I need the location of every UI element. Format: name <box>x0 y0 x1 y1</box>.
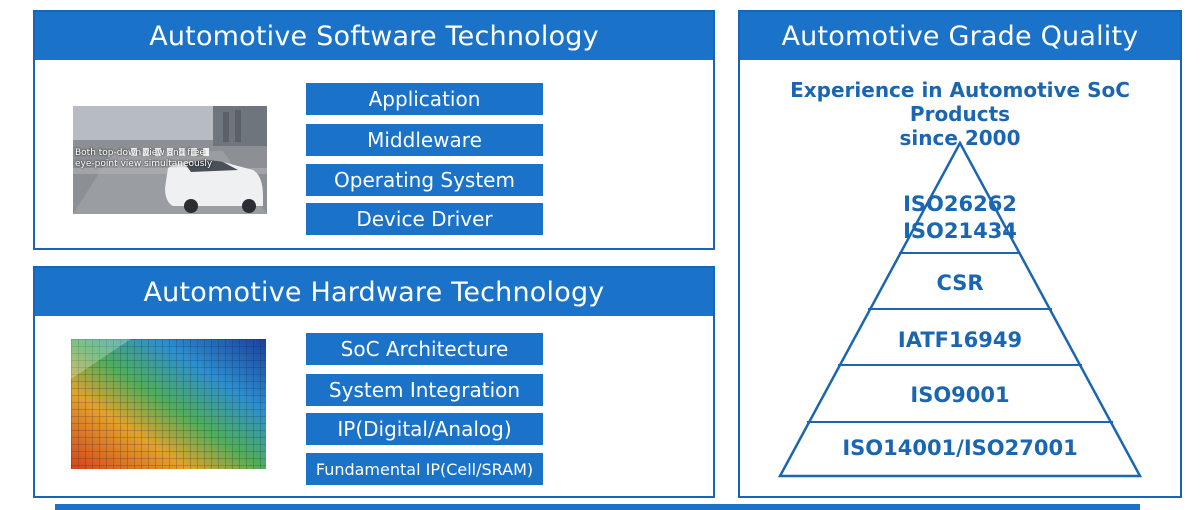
hardware-technology-title: Automotive Hardware Technology <box>35 268 713 316</box>
software-stack-application: Application <box>306 83 543 115</box>
hardware-stack-fundamental-ip: Fundamental IP(Cell/SRAM) <box>306 453 543 485</box>
tier-csr: CSR <box>936 271 984 295</box>
tier-iso9001: ISO9001 <box>910 383 1010 407</box>
tier-iso26262-iso21434: ISO26262 ISO21434 <box>780 191 1140 245</box>
software-stack-operating-system: Operating System <box>306 164 543 196</box>
quality-subtitle-line1: Experience in Automotive SoC Products <box>790 78 1130 126</box>
software-stack-device-driver: Device Driver <box>306 203 543 235</box>
hardware-stack-system-integration: System Integration <box>306 374 543 406</box>
street-view-caption: Both top-down view and free eye-point vi… <box>75 148 213 169</box>
street-view-image: Both top-down view and free eye-point vi… <box>73 106 267 214</box>
tier-iatf16949: IATF16949 <box>897 328 1023 352</box>
silicon-wafer-illustration <box>71 339 266 469</box>
quality-title: Automotive Grade Quality <box>740 12 1180 60</box>
quality-subtitle: Experience in Automotive SoC Products si… <box>738 78 1182 150</box>
quality-subtitle-line2: since 2000 <box>899 126 1021 150</box>
software-technology-title: Automotive Software Technology <box>35 12 713 60</box>
software-stack-middleware: Middleware <box>306 124 543 156</box>
hardware-stack-ip-digital-analog: IP(Digital/Analog) <box>306 413 543 445</box>
tier-iso14001-iso27001: ISO14001/ISO27001 <box>842 436 1078 460</box>
tier-iso26262-line: ISO26262 <box>903 192 1017 216</box>
street-view-illustration <box>73 106 267 214</box>
tier-iso21434-line: ISO21434 <box>903 219 1017 243</box>
hardware-stack-soc-architecture: SoC Architecture <box>306 333 543 365</box>
footer-divider <box>55 504 1140 510</box>
silicon-wafer-image <box>71 339 266 469</box>
